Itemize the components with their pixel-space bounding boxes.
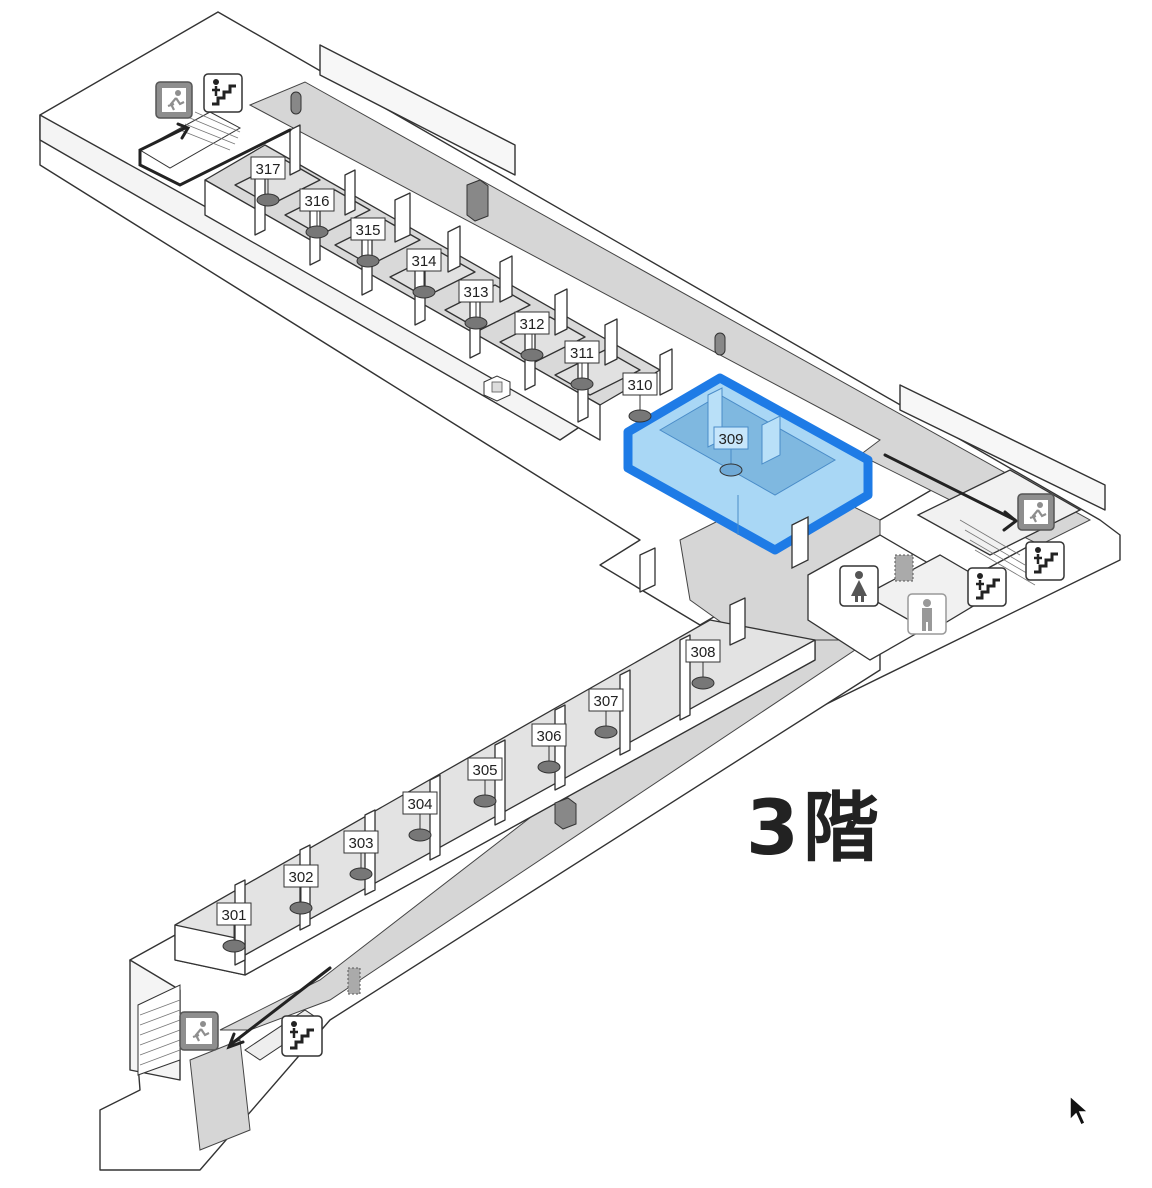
upper-room-block (204, 124, 673, 441)
room-312[interactable]: 312 (514, 311, 550, 362)
room-number-label: 315 (355, 222, 380, 239)
floor-title: 3階 (746, 783, 883, 872)
room-marker-icon (349, 867, 373, 881)
room-number-label: 307 (593, 693, 618, 710)
room-number-label: 304 (407, 796, 432, 813)
room-number-label: 302 (288, 869, 313, 886)
room-number-label: 311 (570, 345, 594, 362)
room-311[interactable]: 311 (564, 340, 600, 391)
room-number-label: 317 (255, 161, 280, 178)
emergency-exit-icon-right (1017, 493, 1055, 531)
room-308[interactable]: 308 (685, 639, 721, 690)
room-309[interactable]: 309 (713, 426, 749, 477)
room-306[interactable]: 306 (531, 723, 567, 774)
room-marker-icon (289, 901, 313, 915)
room-316[interactable]: 316 (299, 188, 335, 239)
room-301[interactable]: 301 (216, 902, 252, 953)
room-number-label: 316 (304, 193, 329, 210)
emergency-exit-icon-bottom (179, 1011, 219, 1051)
evacuation-route-arrows (138, 122, 1019, 1050)
room-marker-icon (464, 316, 488, 330)
room-marker-icon (594, 725, 618, 739)
room-marker-icon (570, 377, 594, 391)
room-labels: 317 316 315 314 313 312 311 310 309 308 307 306 305 3… (216, 156, 749, 953)
room-marker-icon (256, 193, 280, 207)
room-number-label: 306 (536, 728, 561, 745)
emergency-exit-icon (155, 81, 193, 119)
room-number-label: 314 (411, 253, 436, 270)
room-marker-icon (628, 409, 652, 423)
room-number-label: 312 (519, 316, 544, 333)
room-number-label: 308 (690, 644, 715, 661)
elevator-icon (483, 375, 511, 402)
mens-restroom-icon (907, 593, 947, 635)
room-307[interactable]: 307 (588, 688, 624, 739)
stairs-icon-bottom (281, 1015, 323, 1057)
room-304[interactable]: 304 (402, 791, 438, 842)
room-310[interactable]: 310 (622, 372, 658, 423)
room-314[interactable]: 314 (406, 248, 442, 299)
stairs-icon (203, 73, 243, 113)
storage-icon (347, 554, 914, 995)
stairwell-top (138, 111, 242, 169)
room-303[interactable]: 303 (343, 830, 379, 881)
room-number-label: 301 (221, 907, 246, 924)
room-number-label: 309 (718, 431, 743, 448)
room-number-label: 305 (472, 762, 497, 779)
room-number-label: 303 (348, 835, 373, 852)
stairs-icon-right-lower (967, 567, 1007, 607)
room-marker-icon (412, 285, 436, 299)
vending-machine-icon (466, 179, 577, 830)
room-marker-icon (305, 225, 329, 239)
womens-restroom-icon (839, 565, 879, 607)
room-305[interactable]: 305 (467, 757, 503, 808)
stairs-icon-right-upper (1025, 541, 1065, 581)
room-number-label: 313 (463, 284, 488, 301)
room-marker-icon (691, 676, 715, 690)
room-313[interactable]: 313 (458, 279, 494, 330)
trash-bin-icon (290, 91, 726, 356)
room-marker-icon (356, 254, 380, 268)
room-marker-icon (719, 463, 743, 477)
stairwell-right (959, 519, 1036, 586)
room-315[interactable]: 315 (350, 217, 386, 268)
room-marker-icon (520, 348, 544, 362)
room-number-label: 310 (627, 377, 652, 394)
room-317[interactable]: 317 (250, 156, 286, 207)
room-marker-icon (222, 939, 246, 953)
room-marker-icon (408, 828, 432, 842)
room-302[interactable]: 302 (283, 864, 319, 915)
mouse-cursor-icon (1069, 1094, 1090, 1127)
room-marker-icon (473, 794, 497, 808)
room-marker-icon (537, 760, 561, 774)
